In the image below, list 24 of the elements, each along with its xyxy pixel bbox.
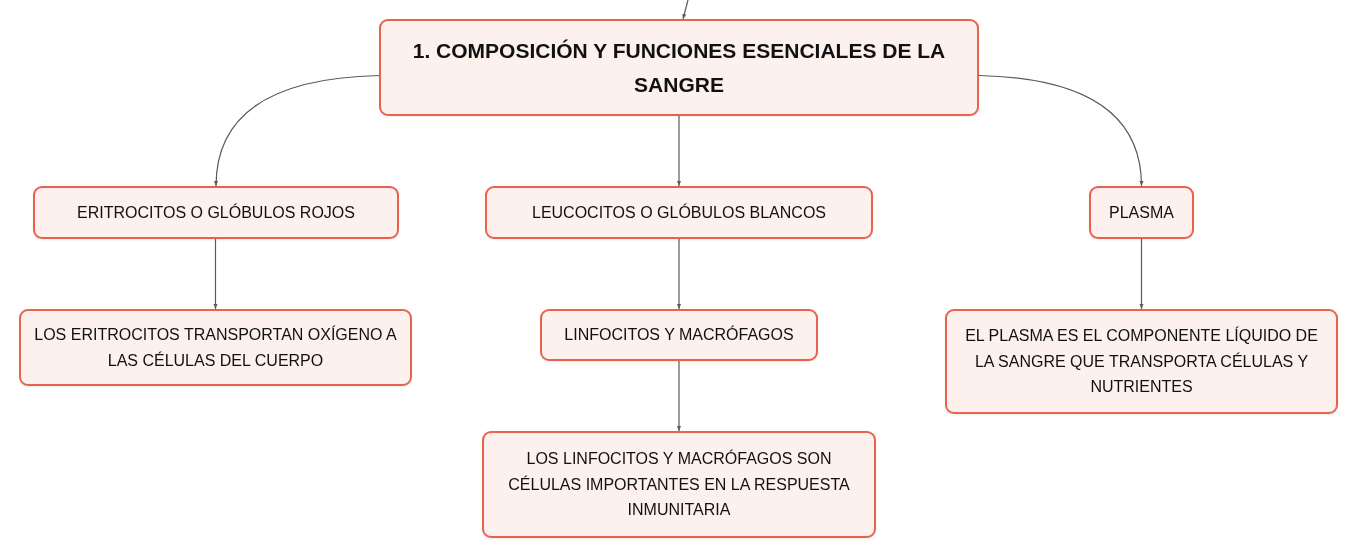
topic-text: LOS ERITROCITOS TRANSPORTAN OXÍGENO A LAS CÉLULAS DEL CUERPO [33, 324, 398, 371]
topic-text: PLASMA [1109, 202, 1174, 223]
topic-box [19, 309, 412, 386]
topic-text: LOS LINFOCITOS Y MACRÓFAGOS SON CÉLULAS IMPORTANTES EN LA RESPUESTA INMUNITARIA [507, 448, 851, 521]
connector-arrow [677, 115, 681, 187]
connector-arrow [677, 238, 681, 310]
topic-text: ERITROCITOS O GLÓBULOS ROJOS [77, 202, 355, 223]
connector-arrow [214, 74, 380, 187]
title-box [379, 19, 979, 116]
topic-text: LINFOCITOS Y MACRÓFAGOS [564, 324, 794, 346]
topic-box [1089, 186, 1194, 239]
connector-arrow [682, 0, 689, 20]
title-text: 1. COMPOSICIÓN Y FUNCIONES ESENCIALES DE LA SANGRE [411, 37, 947, 98]
connector-arrow [677, 360, 681, 432]
topic-text: LEUCOCITOS O GLÓBULOS BLANCOS [532, 202, 826, 223]
connector-arrow [978, 74, 1144, 187]
connector-arrow [1139, 238, 1144, 310]
topic-text: EL PLASMA ES EL COMPONENTE LÍQUIDO DE LA SANGRE QUE TRANSPORTA CÉLULAS Y NUTRIENTES [964, 325, 1319, 398]
topic-box [485, 186, 873, 239]
topic-box [540, 309, 818, 361]
topic-box [33, 186, 399, 239]
topic-box [482, 431, 876, 538]
connector-arrow [213, 238, 218, 310]
topic-box [945, 309, 1338, 414]
